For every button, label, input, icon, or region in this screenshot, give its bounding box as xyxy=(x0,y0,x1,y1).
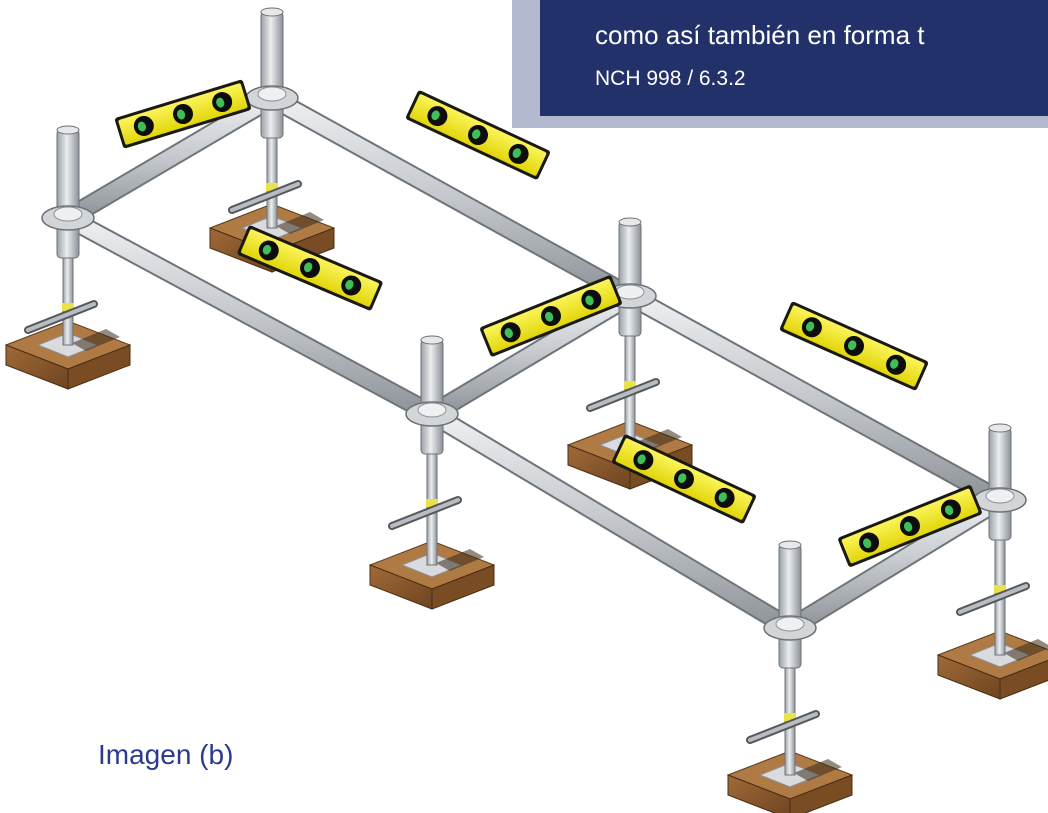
ledger-tubes xyxy=(58,88,1010,638)
wood-sole-plate-icon xyxy=(936,630,1048,700)
image-caption: Imagen (b) xyxy=(98,739,234,770)
spirit-level-icon xyxy=(838,485,982,567)
scaffold-post xyxy=(936,423,1048,700)
scaffold-post xyxy=(726,540,854,813)
base-jack-icon xyxy=(24,247,98,346)
spirit-level-icon xyxy=(406,90,550,180)
base-jack-icon xyxy=(956,529,1030,656)
spirit-level-icon xyxy=(237,225,383,311)
base-jack-icon xyxy=(228,127,302,229)
spirit-level-icon xyxy=(480,275,622,357)
callout-text-line1: como así también en forma t xyxy=(595,20,925,50)
spirit-level-icon xyxy=(779,301,929,391)
callout-standard-reference: NCH 998 / 6.3.2 xyxy=(595,67,746,90)
base-jack-icon xyxy=(388,443,462,566)
spirit-levels xyxy=(114,79,982,567)
scaffold-post xyxy=(208,7,336,273)
scaffold-post xyxy=(368,335,496,610)
base-jack-icon xyxy=(746,657,820,776)
callout-box: como así también en forma t NCH 998 / 6.… xyxy=(540,0,1048,116)
scaffold-post xyxy=(4,125,132,390)
spirit-level-icon xyxy=(612,434,756,524)
spirit-level-icon xyxy=(114,79,252,149)
